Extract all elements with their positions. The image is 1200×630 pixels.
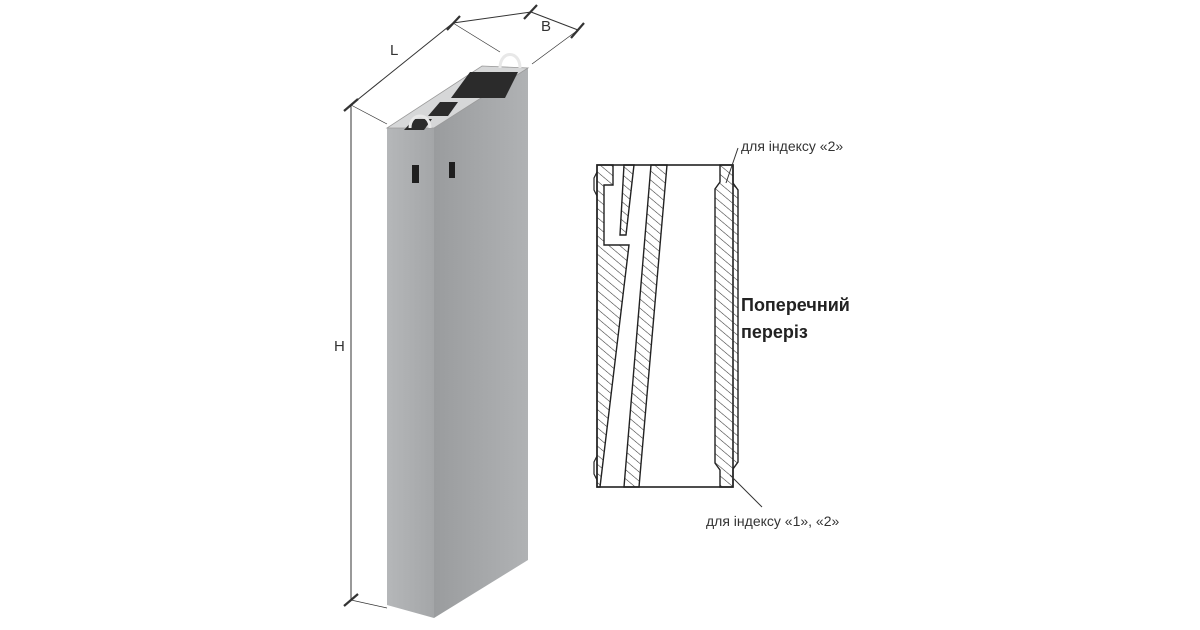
cross-section — [593, 164, 739, 488]
top-opening-medium — [428, 102, 458, 116]
height-ext-bottom — [350, 599, 388, 609]
section-title-line2: переріз — [741, 322, 808, 342]
note-bottom: для індексу «1», «2» — [706, 513, 839, 529]
concrete-block — [385, 53, 530, 618]
section-diagonal-partition — [623, 164, 668, 488]
note-top: для індексу «2» — [741, 138, 843, 154]
section-right-wall — [714, 164, 739, 488]
width-ext-right — [531, 29, 579, 65]
width-dimension-line — [452, 11, 532, 24]
width-tick-left — [523, 4, 538, 20]
section-left-wall — [596, 164, 630, 488]
height-label: H — [334, 338, 345, 355]
section-title-line1: Поперечний — [741, 295, 850, 315]
top-opening-large — [451, 72, 518, 98]
lifting-loop-back — [498, 53, 522, 69]
lifting-loop-front — [408, 114, 432, 129]
length-ext-right — [452, 22, 501, 53]
leader-bottom — [729, 474, 763, 508]
width-label: B — [541, 18, 551, 35]
length-dimension-line — [350, 22, 454, 106]
front-slot-left — [412, 165, 419, 183]
length-label: L — [390, 42, 398, 59]
height-ext-top — [350, 104, 388, 125]
leader-top — [725, 147, 739, 184]
width-line-extension — [530, 11, 579, 31]
front-slot-right — [449, 162, 455, 178]
section-left-groove-top — [593, 171, 598, 197]
dimension-lines — [343, 4, 585, 609]
section-left-groove-bottom — [593, 455, 598, 481]
block-side-face — [434, 68, 528, 618]
block-front-face — [387, 128, 434, 618]
section-diagonal-wall-left — [619, 164, 635, 236]
